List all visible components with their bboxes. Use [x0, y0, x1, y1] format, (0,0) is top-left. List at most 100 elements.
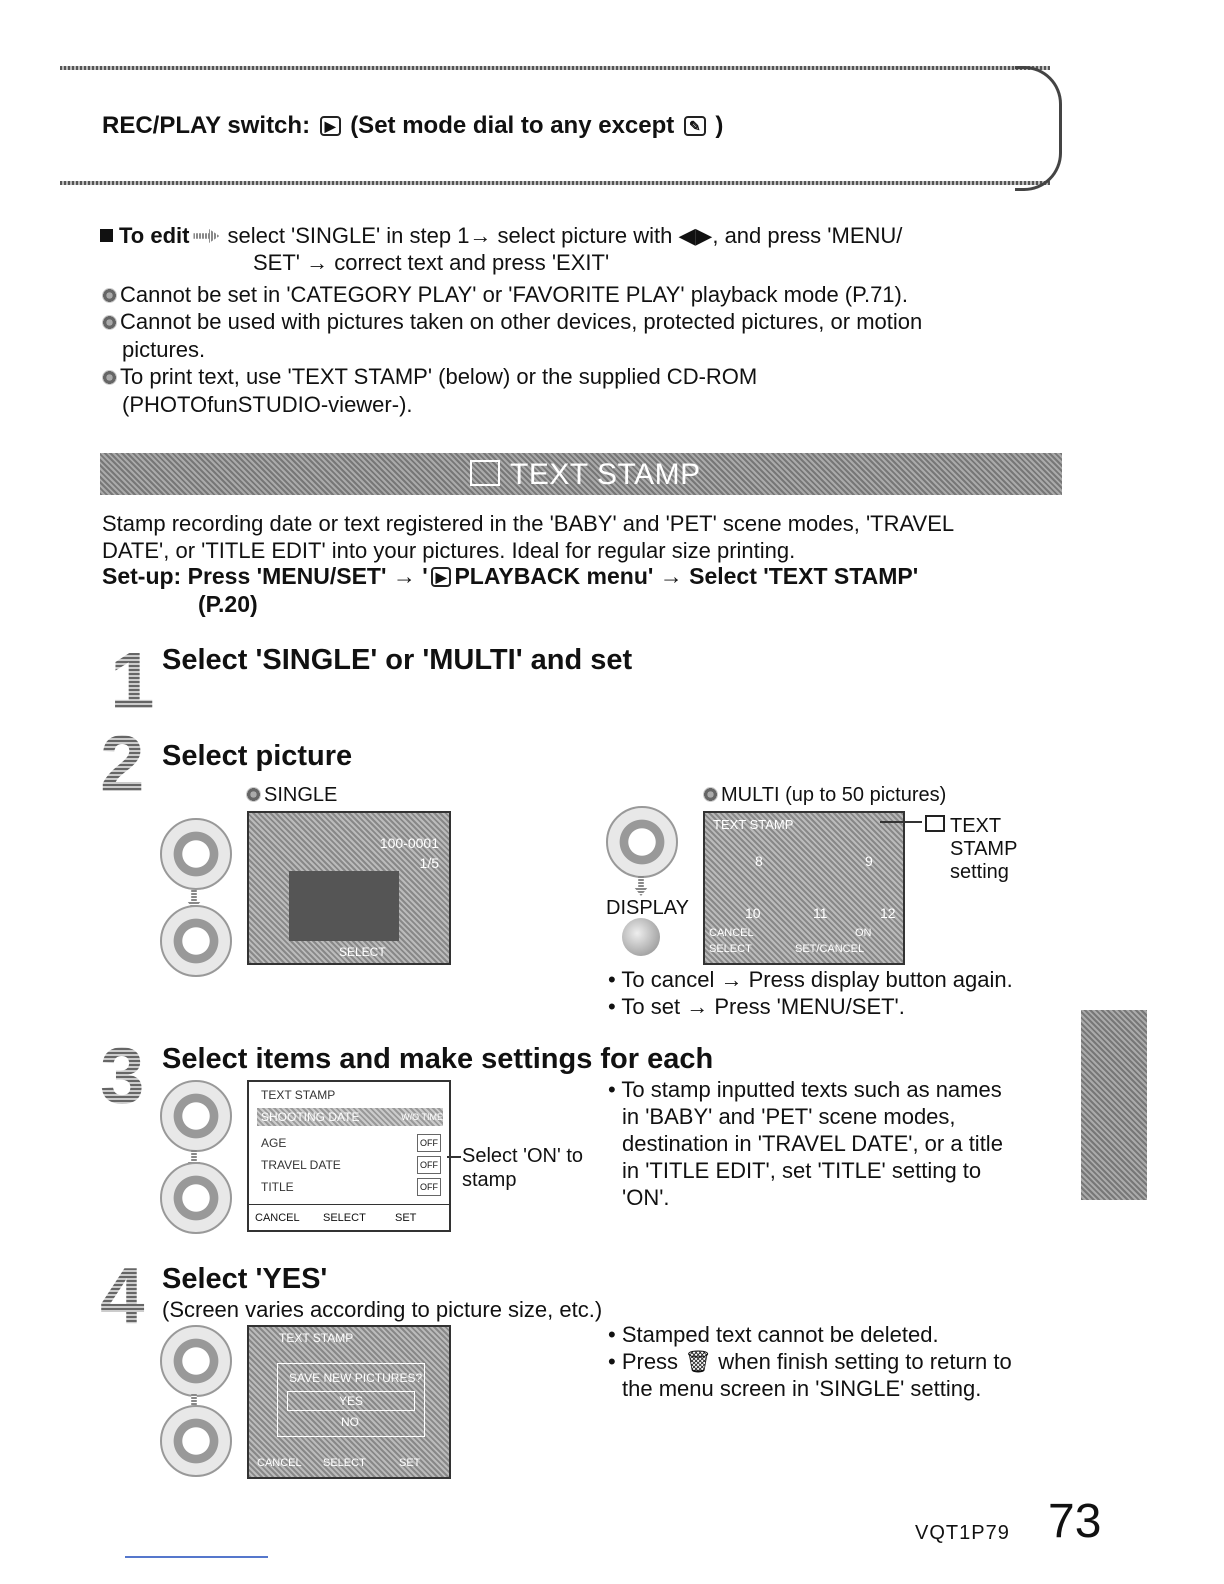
multi-label-text: MULTI (up to 50 pictures)	[721, 784, 947, 806]
step-1-number: 1	[110, 636, 155, 725]
step4-bullet-3: the menu screen in 'SINGLE' setting.	[622, 1376, 982, 1401]
callout-text-3: setting	[950, 861, 1009, 883]
select-on-text-1: Select 'ON' to	[462, 1145, 584, 1167]
edit-text-2: SET' → correct text and press 'EXIT'	[253, 250, 610, 275]
setup-line-1: Set-up: Press 'MENU/SET' → '▶PLAYBACK me…	[102, 563, 918, 590]
note-bullet-icon	[703, 787, 718, 802]
step-2-number: 2	[100, 719, 145, 808]
menu-divider	[249, 1204, 449, 1205]
arrow-down-icon	[634, 876, 648, 896]
step-3-number: 3	[100, 1031, 145, 1120]
arrow-right-icon	[193, 229, 220, 243]
thumb-11: 11	[813, 905, 828, 921]
multi-label: MULTI (up to 50 pictures)	[703, 783, 946, 807]
confirm-title: TEXT STAMP	[279, 1331, 354, 1345]
clipboard-mode-icon: ✎	[683, 116, 706, 136]
text-stamp-menu-screen: TEXT STAMP SHOOTING DATE W/O TIME AGE OF…	[247, 1080, 451, 1232]
menu-set: SET	[395, 1212, 417, 1224]
photo-thumbnail	[289, 871, 399, 941]
header-close: )	[715, 112, 724, 139]
callout-text-1: TEXT	[950, 815, 1002, 837]
multi-screen: TEXT STAMP 8 9 10 11 12 CANCEL SELECT ON…	[703, 811, 905, 965]
note-1-text: Cannot be set in 'CATEGORY PLAY' or 'FAV…	[120, 282, 908, 307]
confirm-screen: TEXT STAMP SAVE NEW PICTURES? YES NO CAN…	[247, 1325, 451, 1479]
off-toggle: OFF	[417, 1178, 441, 1196]
header-border-curve	[1015, 66, 1062, 191]
menu-cancel: CANCEL	[255, 1212, 300, 1224]
thumb-8: 8	[755, 853, 763, 869]
step-1-title: Select 'SINGLE' or 'MULTI' and set	[162, 644, 633, 676]
no-option: NO	[341, 1415, 359, 1429]
single-frames: 1/5	[419, 855, 439, 871]
select-on-text-2: stamp	[462, 1169, 517, 1191]
callout-text-2: STAMP	[950, 838, 1018, 860]
note-bullet-icon	[102, 315, 117, 330]
header-line: REC/PLAY switch: ▶ (Set mode dial to any…	[102, 112, 723, 140]
footer-line	[125, 1556, 268, 1558]
header-border-bottom	[60, 181, 1050, 185]
menu-select: SELECT	[323, 1212, 366, 1224]
note-2-cont: pictures.	[122, 337, 206, 362]
single-label-text: SINGLE	[264, 784, 338, 806]
yes-option: YES	[287, 1391, 415, 1411]
play-icon: ▶	[430, 567, 452, 587]
note-3: To print text, use 'TEXT STAMP' (below) …	[102, 363, 757, 390]
thumb-12: 12	[880, 905, 896, 921]
cursor-button-icon	[160, 1080, 232, 1152]
multi-on: ON	[855, 927, 872, 939]
menu-row-value: W/O TIME	[401, 1112, 443, 1122]
cursor-button-lr-icon	[160, 818, 232, 890]
note-bullet-icon	[246, 787, 261, 802]
setup-text-a: Set-up: Press 'MENU/SET' → '	[102, 563, 428, 589]
confirm-set: SET	[399, 1457, 421, 1469]
confirm-cancel: CANCEL	[257, 1457, 302, 1469]
menu-title: TEXT STAMP	[261, 1088, 336, 1102]
cancel-bullet: • To cancel → Press display button again…	[608, 967, 1013, 992]
section-banner	[100, 453, 1062, 495]
single-bottom-select: SELECT	[339, 945, 386, 959]
setup-line-2: (P.20)	[198, 591, 258, 617]
step4-bullet-1: • Stamped text cannot be deleted.	[608, 1322, 939, 1347]
step3-bullet-4: in 'TITLE EDIT', set 'TITLE' setting to	[622, 1158, 982, 1183]
step-3-title: Select items and make settings for each	[162, 1043, 714, 1075]
confirm-dialog	[277, 1363, 425, 1437]
step3-bullet-5: 'ON'.	[622, 1185, 670, 1210]
step3-bullet-1: • To stamp inputted texts such as names	[608, 1077, 1002, 1102]
step4-subtitle: (Screen varies according to picture size…	[162, 1297, 603, 1322]
multi-set-cancel: SET/CANCEL	[795, 943, 865, 955]
step3-bullet-2: in 'BABY' and 'PET' scene modes,	[622, 1104, 956, 1129]
menu-row-highlight	[257, 1108, 443, 1126]
intro-line-1: Stamp recording date or text registered …	[102, 511, 955, 536]
banner-title-text: TEXT STAMP	[510, 458, 701, 491]
menu-row-age: AGE	[261, 1136, 287, 1150]
header-border-top	[60, 66, 1050, 70]
single-counter: 100-0001	[379, 835, 439, 851]
callout-line	[880, 821, 922, 823]
step-4-title: Select 'YES'	[162, 1263, 328, 1295]
confirm-select: SELECT	[323, 1457, 366, 1469]
play-icon: ▶	[319, 116, 341, 136]
menu-row-travel-date: TRAVEL DATE	[261, 1158, 341, 1172]
single-label: SINGLE	[246, 783, 337, 807]
header-prefix: REC/PLAY switch:	[102, 112, 311, 139]
step-2-title: Select picture	[162, 740, 353, 772]
model-code: VQT1P79	[915, 1522, 1010, 1544]
banner-title: TEXT STAMP	[470, 458, 701, 492]
off-toggle: OFF	[417, 1156, 441, 1174]
menu-set-button-icon	[160, 1162, 232, 1234]
callout-line	[447, 1156, 461, 1158]
multi-select: SELECT	[709, 943, 752, 955]
step4-bullet-2: • Press 🗑 when finish setting to return …	[608, 1349, 1012, 1374]
cursor-button-icon	[606, 806, 678, 878]
note-2: Cannot be used with pictures taken on ot…	[102, 308, 922, 335]
menu-set-button-icon	[160, 905, 232, 977]
note-3-text: To print text, use 'TEXT STAMP' (below) …	[120, 364, 758, 389]
cursor-button-icon	[160, 1325, 232, 1397]
display-label: DISPLAY	[606, 897, 689, 919]
confirm-question: SAVE NEW PICTURES?	[289, 1371, 423, 1385]
multi-cancel: CANCEL	[709, 927, 754, 939]
thumb-9: 9	[865, 853, 873, 869]
menu-set-button-icon	[160, 1405, 232, 1477]
note-bullet-icon	[102, 370, 117, 385]
